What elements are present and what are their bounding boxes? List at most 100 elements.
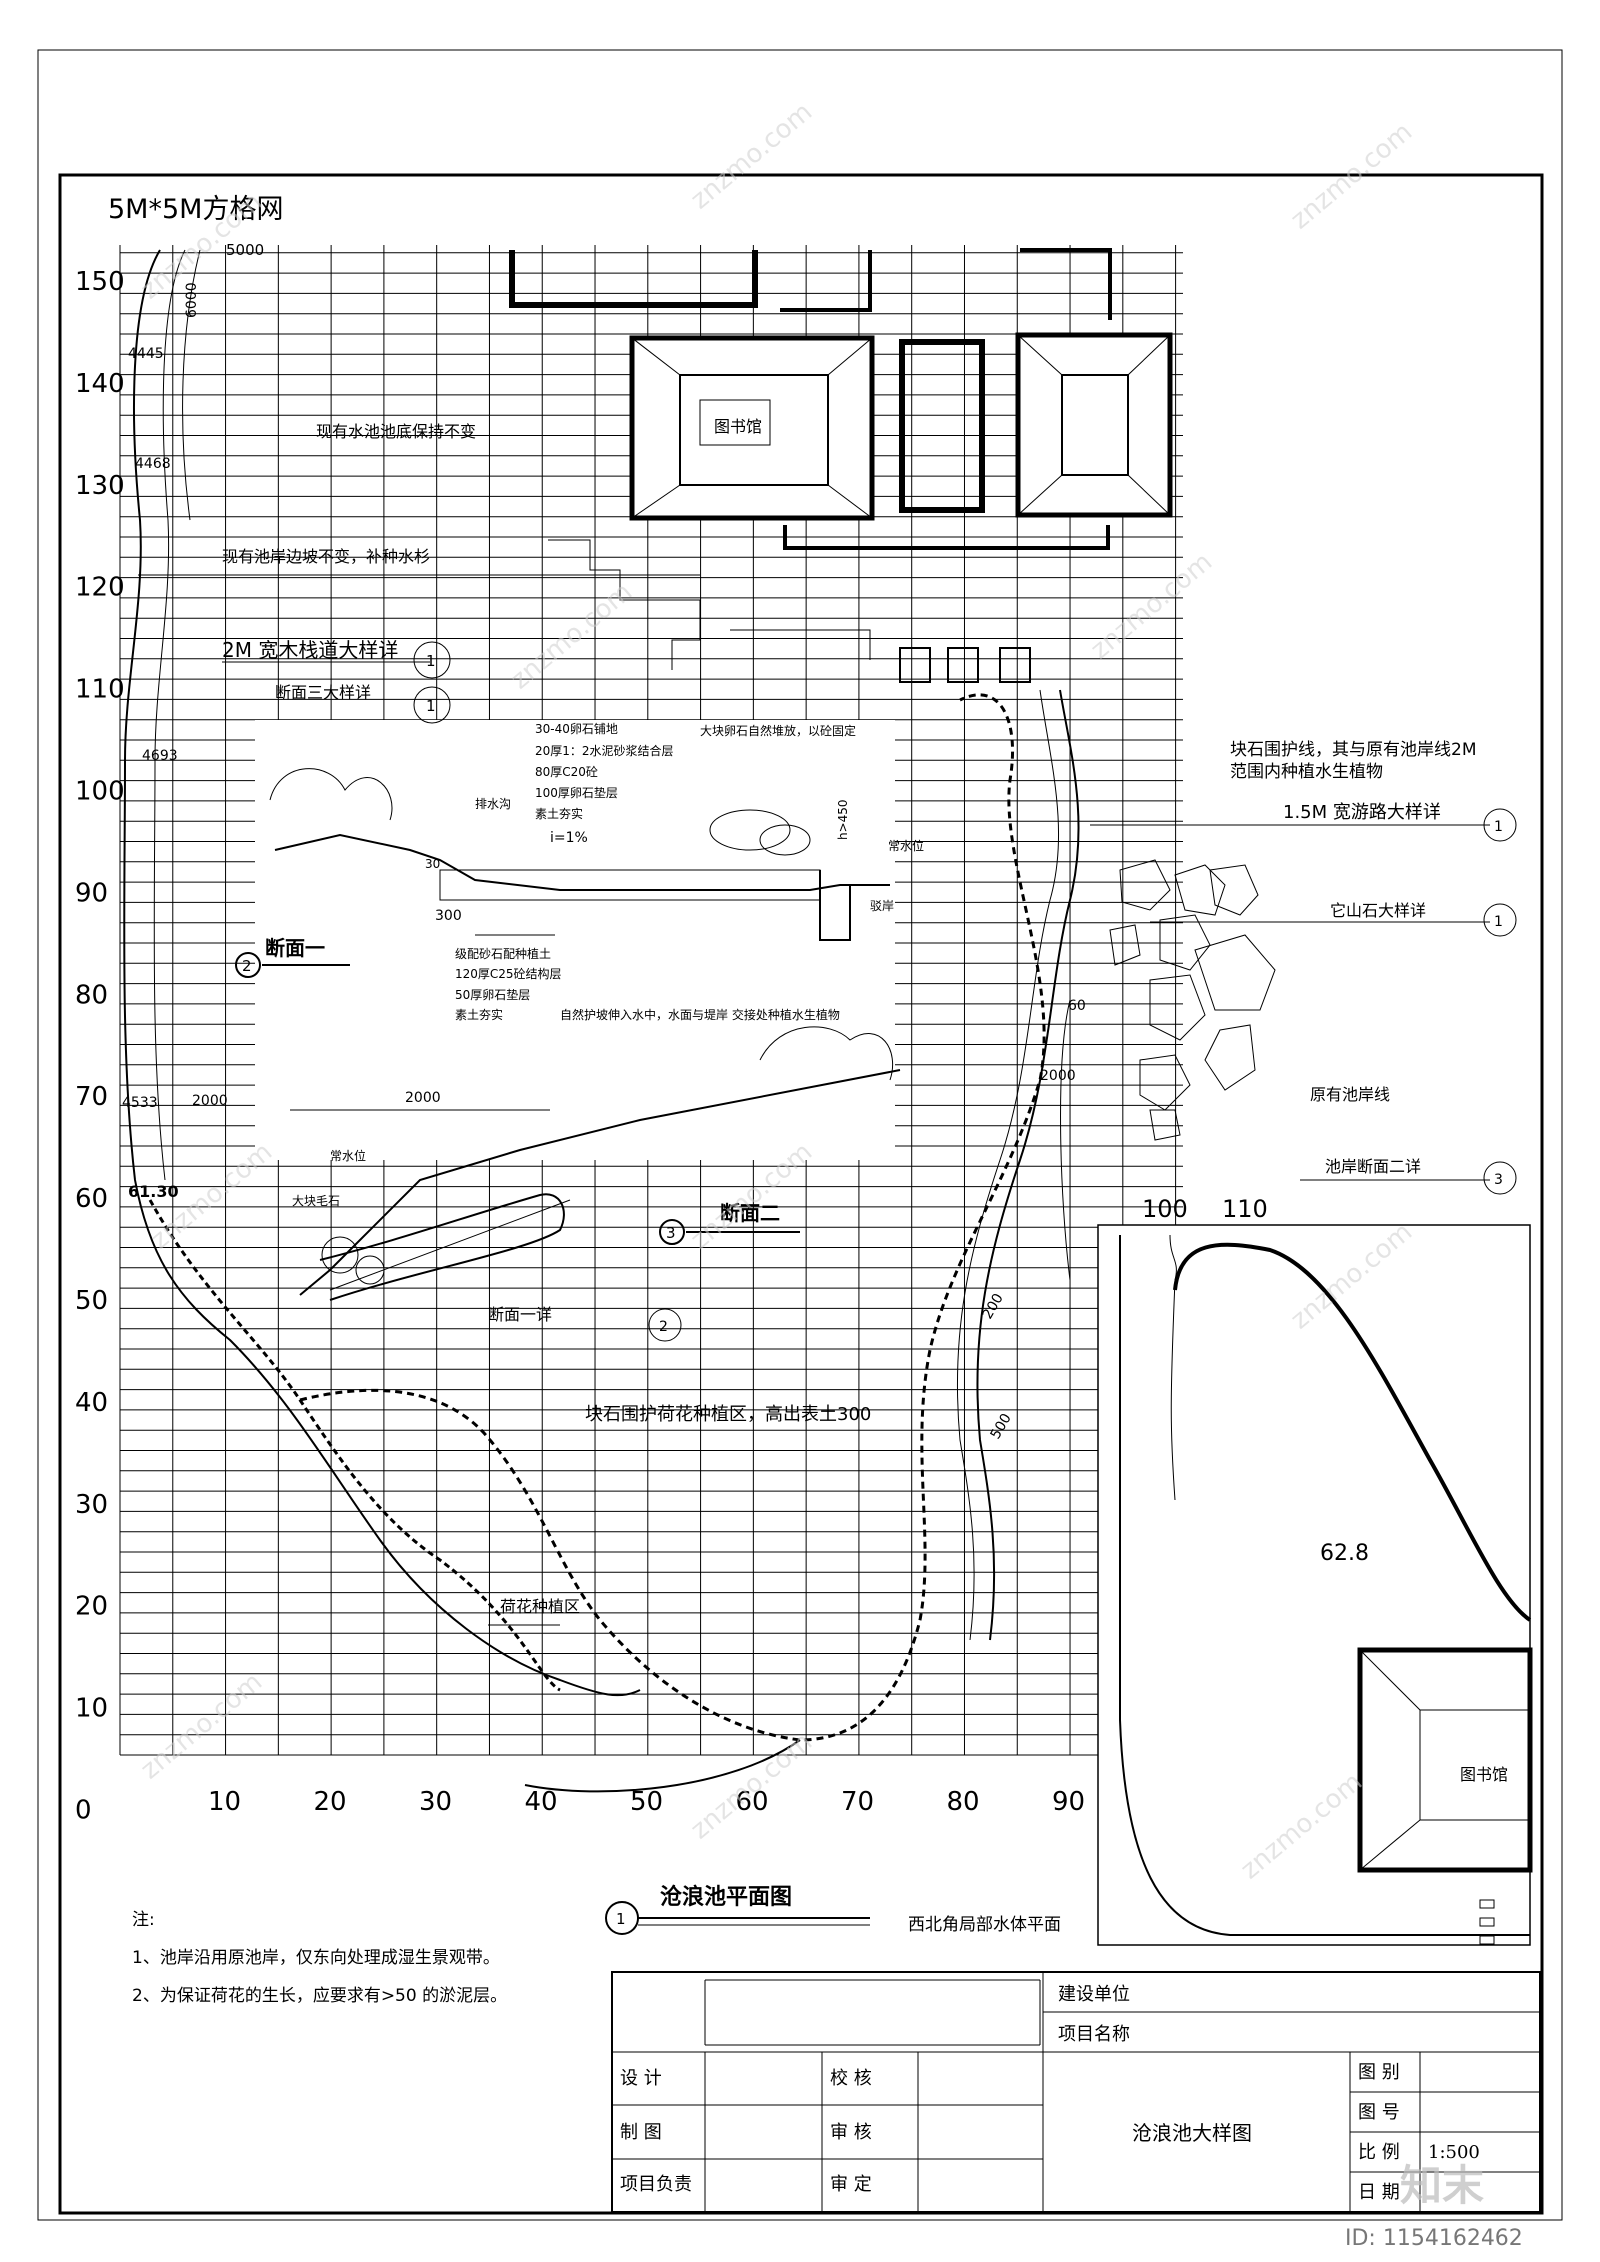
- y-axis-label: 120: [75, 573, 125, 603]
- svg-text:它山石大样详: 它山石大样详: [1330, 901, 1426, 920]
- svg-text:原有池岸线: 原有池岸线: [1310, 1085, 1390, 1104]
- svg-text:500: 500: [988, 1411, 1015, 1442]
- svg-text:常水位: 常水位: [888, 838, 924, 853]
- dimension-labels: 5000 6000 4445 4468 4693 4533 2000 2000 …: [122, 241, 1086, 1442]
- notes-block: 注: 1、池岸沿用原池岸，仅东向处理成湿生景观带。 2、为保证荷花的生长，应要求…: [132, 1910, 507, 2006]
- svg-text:排水沟: 排水沟: [475, 797, 511, 811]
- y-axis-label: 60: [75, 1184, 108, 1214]
- svg-text:制 图: 制 图: [620, 2122, 662, 2143]
- inset-title: 西北角局部水体平面: [908, 1915, 1061, 1935]
- svg-text:项目名称: 项目名称: [1058, 2024, 1130, 2045]
- svg-text:1: 1: [426, 697, 436, 715]
- svg-text:2: 2: [242, 957, 252, 975]
- section1-title: 断面一: [265, 936, 325, 960]
- svg-text:1: 1: [616, 1910, 626, 1928]
- svg-text:120厚C25砼结构层: 120厚C25砼结构层: [455, 966, 562, 981]
- y-axis-label: 0: [75, 1796, 92, 1826]
- x-axis-label: 20: [314, 1787, 347, 1817]
- svg-text:审 定: 审 定: [830, 2174, 872, 2195]
- x-axis-label: 90: [1052, 1787, 1085, 1817]
- svg-text:30-40卵石铺地: 30-40卵石铺地: [535, 722, 618, 736]
- plan-title: 沧浪池平面图: [660, 1884, 792, 1910]
- svg-text:5000: 5000: [226, 241, 264, 259]
- svg-text:4693: 4693: [142, 748, 178, 764]
- y-axis-label: 10: [75, 1694, 108, 1724]
- svg-text:1: 1: [1494, 819, 1503, 835]
- svg-text:比 例: 比 例: [1358, 2142, 1400, 2163]
- svg-text:1: 1: [426, 652, 436, 670]
- x-axis-label: 30: [419, 1787, 452, 1817]
- y-axis-label: 150: [75, 267, 125, 297]
- x-axis-label: 10: [208, 1787, 241, 1817]
- inset-northwest-plan: 100 110 62.8 图书馆: [1097, 1195, 1533, 1946]
- svg-text:61.30: 61.30: [128, 1182, 179, 1201]
- svg-text:i=1%: i=1%: [550, 830, 588, 846]
- svg-text:2M 宽木栈道大样详: 2M 宽木栈道大样详: [222, 638, 398, 662]
- y-axis-label: 100: [75, 777, 125, 807]
- svg-text:62.8: 62.8: [1320, 1541, 1369, 1566]
- y-axis-label: 90: [75, 878, 108, 908]
- svg-text:2000: 2000: [1040, 1068, 1076, 1084]
- image-id: ID: 1154162462: [1345, 2226, 1523, 2251]
- wall-top: [509, 250, 758, 308]
- library-label: 图书馆: [714, 417, 762, 436]
- svg-text:自然护坡伸入水中，水面与堤岸 交接处种植水生植物: 自然护坡伸入水中，水面与堤岸 交接处种植水生植物: [560, 1007, 840, 1022]
- y-axis-label: 130: [75, 471, 125, 501]
- svg-text:素土夯实: 素土夯实: [535, 806, 583, 821]
- x-axis-label: 80: [947, 1787, 980, 1817]
- svg-text:注:: 注:: [132, 1910, 155, 1930]
- pavilion-building: [1015, 332, 1173, 518]
- svg-text:3: 3: [666, 1224, 676, 1242]
- y-axis-label: 30: [75, 1490, 108, 1520]
- building-block: [899, 339, 985, 513]
- svg-text:h>450: h>450: [836, 799, 850, 840]
- svg-text:块石围护荷花种植区，高出表土300: 块石围护荷花种植区，高出表土300: [585, 1404, 871, 1425]
- y-axis-label: 50: [75, 1286, 108, 1316]
- svg-text:现有水池池底保持不变: 现有水池池底保持不变: [316, 422, 476, 441]
- outer-border: [37, 49, 1563, 2221]
- svg-text:驳岸: 驳岸: [870, 899, 894, 913]
- svg-text:常水位: 常水位: [330, 1148, 366, 1163]
- plan-annotations: 现有水池池底保持不变 现有池岸边坡不变，补种水杉 2M 宽木栈道大样详 1 断面…: [138, 422, 1517, 1626]
- x-axis-label: 60: [736, 1787, 769, 1817]
- svg-text:110: 110: [1222, 1195, 1268, 1223]
- svg-text:审 核: 审 核: [830, 2122, 872, 2143]
- svg-text:3: 3: [1494, 1172, 1503, 1188]
- y-axis-label: 140: [75, 369, 125, 399]
- svg-text:50厚卵石垫层: 50厚卵石垫层: [455, 987, 530, 1002]
- svg-text:znzmo.com: znzmo.com: [685, 1727, 818, 1845]
- svg-text:大块毛石: 大块毛石: [292, 1194, 340, 1208]
- svg-text:图书馆: 图书馆: [1460, 1765, 1508, 1784]
- svg-text:断面一详: 断面一详: [488, 1305, 552, 1324]
- lotus-boundary: [299, 693, 1046, 1742]
- section2-title: 断面二: [720, 1201, 780, 1225]
- svg-text:校 核: 校 核: [830, 2068, 872, 2089]
- pond-outline: [123, 249, 641, 1697]
- svg-text:30: 30: [425, 857, 440, 871]
- svg-text:znzmo.com: znzmo.com: [1085, 547, 1218, 665]
- y-axis-label: 110: [75, 675, 125, 705]
- svg-text:大块卵石自然堆放，以砼固定: 大块卵石自然堆放，以砼固定: [700, 723, 856, 738]
- svg-text:2: 2: [659, 1319, 668, 1335]
- svg-text:4468: 4468: [135, 456, 171, 472]
- svg-text:范围内种植水生植物: 范围内种植水生植物: [1230, 762, 1383, 782]
- svg-text:级配砂石配种植土: 级配砂石配种植土: [455, 946, 551, 961]
- svg-text:znzmo.com: znzmo.com: [135, 1667, 268, 1785]
- section2-drawing: 级配砂石配种植土 120厚C25砼结构层 50厚卵石垫层 素土夯实 自然护坡伸入…: [290, 946, 901, 1301]
- y-axis-label: 70: [75, 1082, 108, 1112]
- svg-text:4445: 4445: [128, 346, 164, 362]
- svg-text:断面三大样详: 断面三大样详: [275, 683, 371, 702]
- svg-text:20厚1：2水泥砂浆结合层: 20厚1：2水泥砂浆结合层: [535, 743, 674, 758]
- svg-text:建设单位: 建设单位: [1058, 1984, 1130, 2005]
- svg-text:图 号: 图 号: [1358, 2102, 1400, 2123]
- svg-text:荷花种植区: 荷花种植区: [500, 1597, 580, 1616]
- svg-text:znzmo.com: znzmo.com: [685, 97, 818, 215]
- svg-text:4533: 4533: [122, 1095, 158, 1111]
- svg-text:1.5M 宽游路大样详: 1.5M 宽游路大样详: [1283, 802, 1441, 823]
- drawing-name: 沧浪池大样图: [1132, 2121, 1252, 2145]
- svg-text:日 期: 日 期: [1358, 2182, 1400, 2203]
- svg-text:2000: 2000: [192, 1093, 228, 1109]
- svg-text:60: 60: [1068, 998, 1086, 1014]
- section1-drawing: 30-40卵石铺地 20厚1：2水泥砂浆结合层 80厚C20砼 100厚卵石垫层…: [235, 720, 924, 1160]
- svg-text:1、池岸沿用原池岸，仅东向处理成湿生景观带。: 1、池岸沿用原池岸，仅东向处理成湿生景观带。: [132, 1948, 500, 1968]
